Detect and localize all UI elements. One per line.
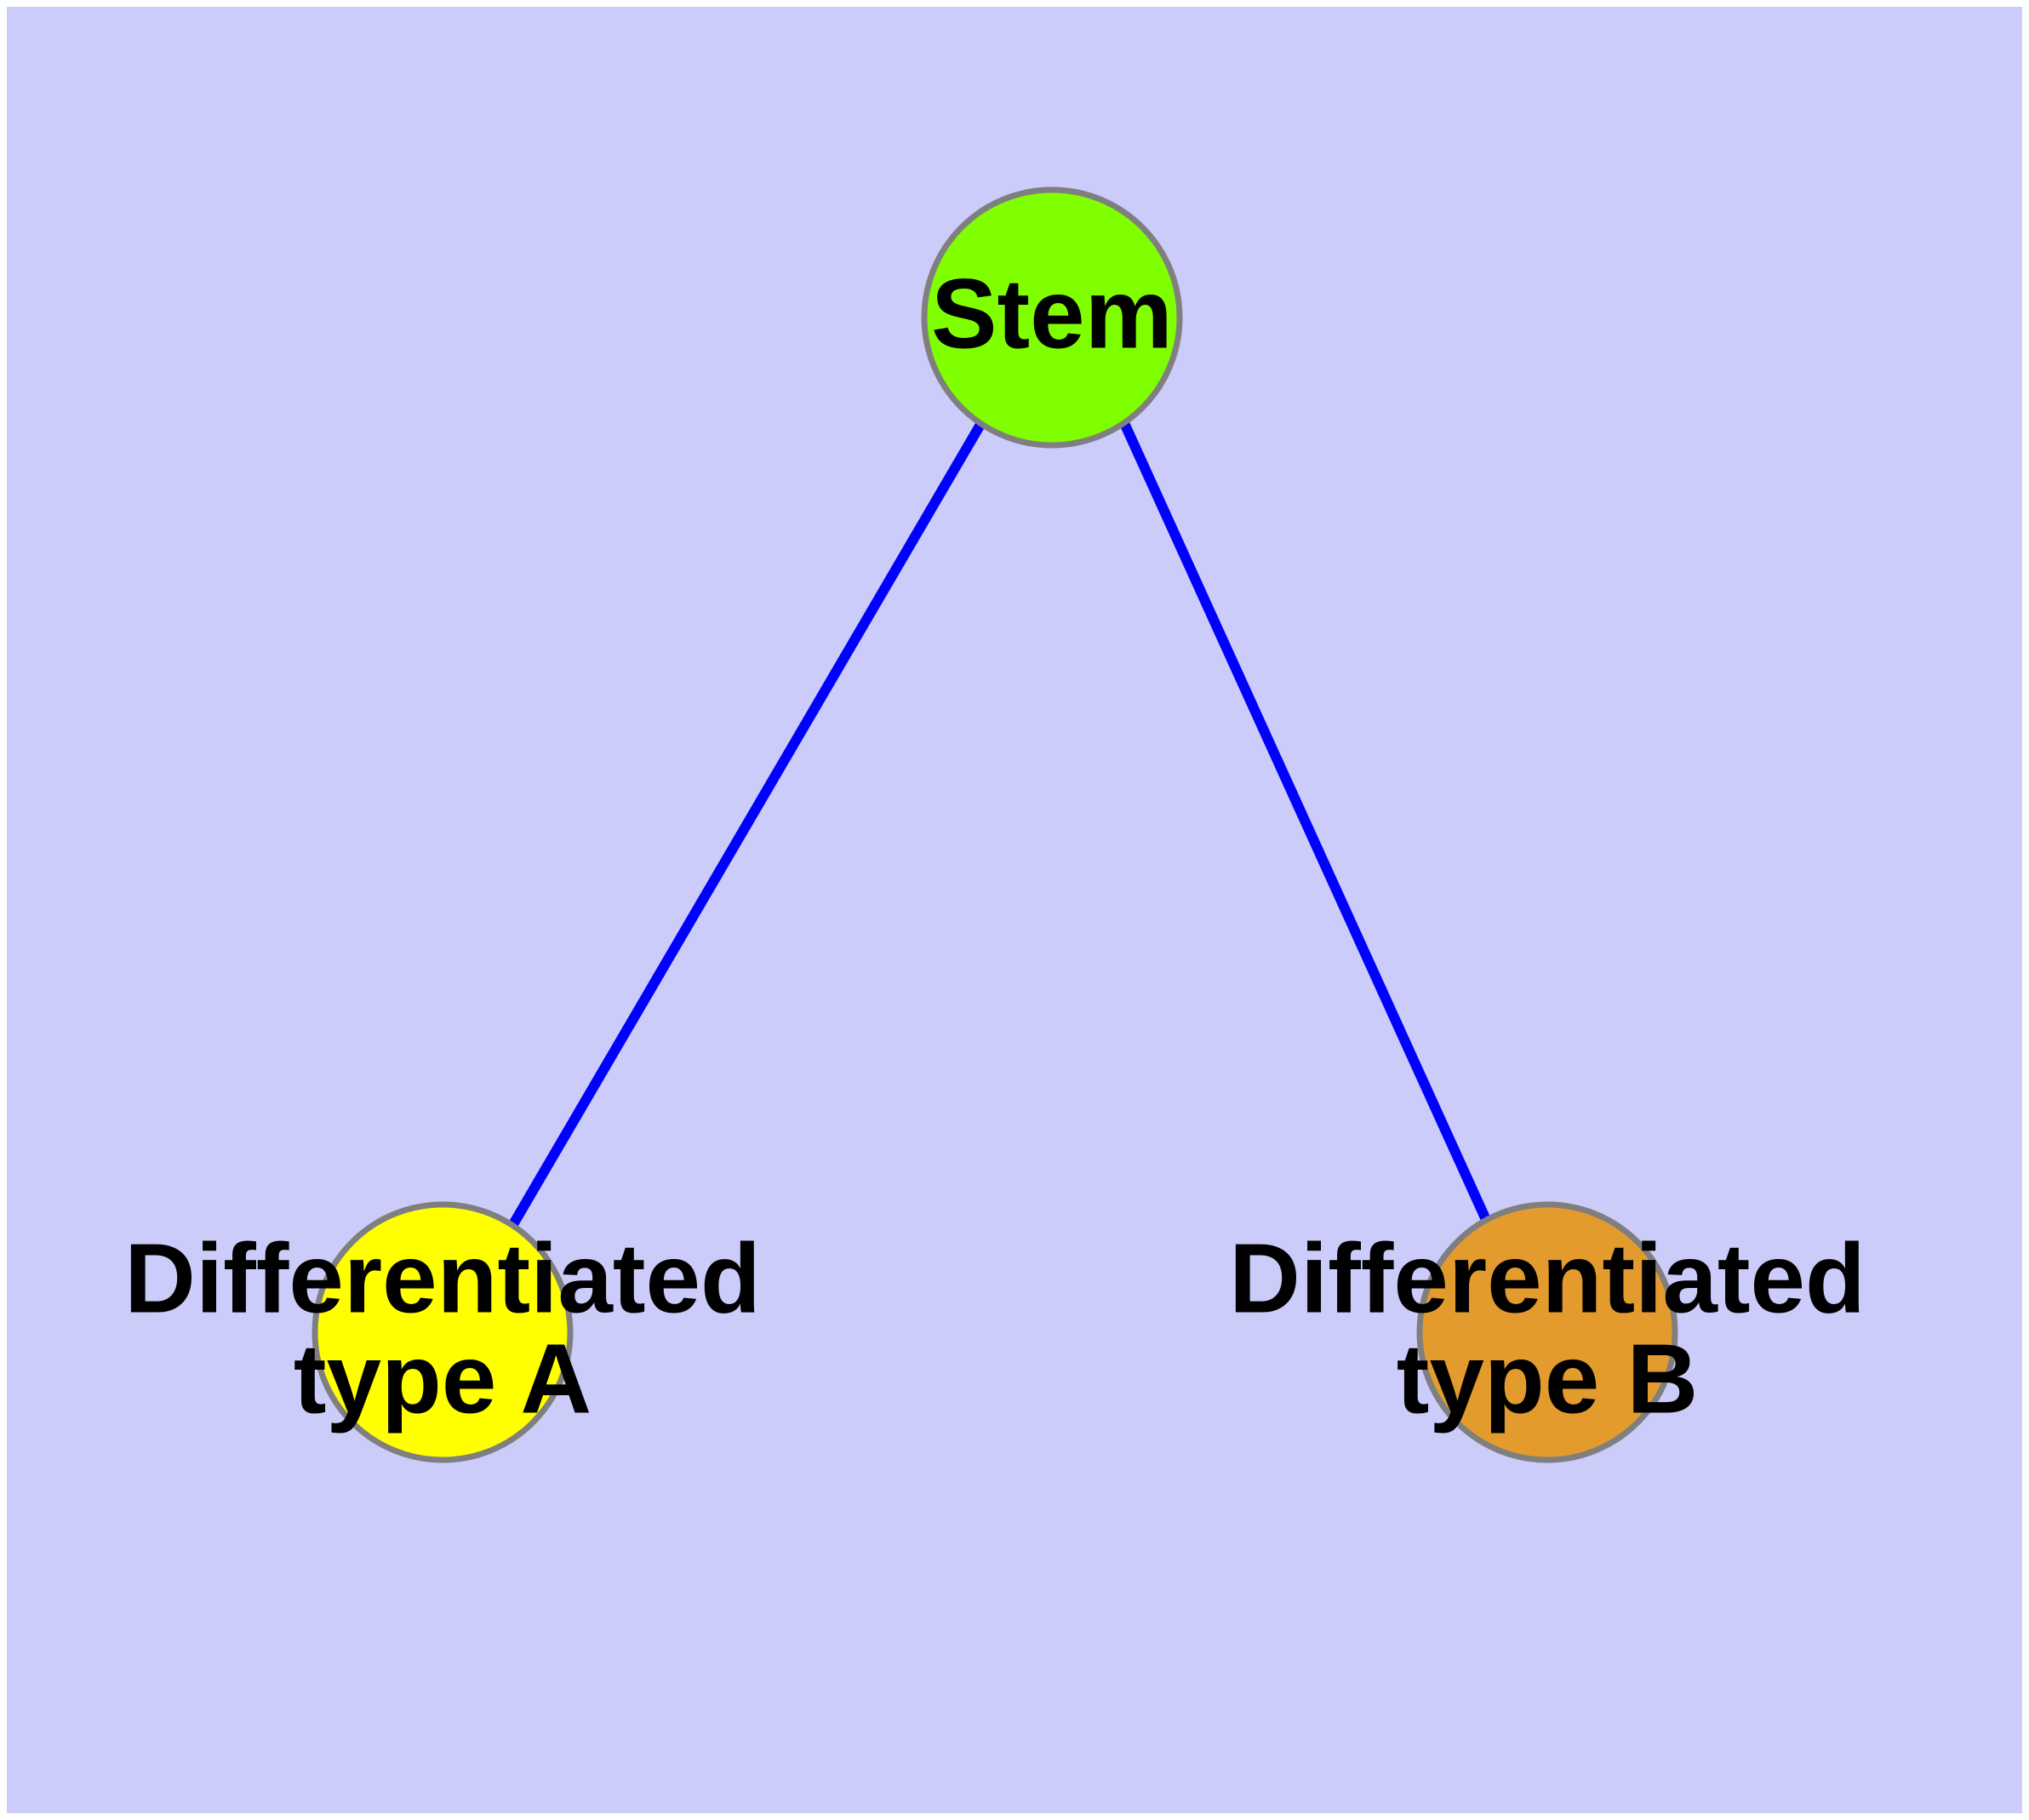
edge-layer bbox=[507, 420, 1492, 1229]
node-label-layer: Stem Differentiated type A Differentiate… bbox=[124, 259, 1866, 1434]
node-label-differentiated-type-a-line2: type A bbox=[294, 1324, 592, 1434]
node-stem[interactable] bbox=[921, 186, 1183, 449]
edge-stem-to-differentiated-type-a[interactable] bbox=[507, 420, 986, 1229]
node-label-stem: Stem bbox=[931, 259, 1173, 369]
node-label-differentiated-type-a-line1: Differentiated bbox=[124, 1223, 761, 1334]
node-label-differentiated-type-b-line2: type B bbox=[1397, 1324, 1699, 1434]
node-label-differentiated-type-b-line1: Differentiated bbox=[1229, 1223, 1866, 1334]
edge-stem-to-differentiated-type-b[interactable] bbox=[1119, 421, 1492, 1224]
node-differentiated-type-a[interactable] bbox=[311, 1201, 574, 1463]
node-differentiated-type-b[interactable] bbox=[1416, 1201, 1678, 1463]
node-layer bbox=[311, 186, 1678, 1463]
